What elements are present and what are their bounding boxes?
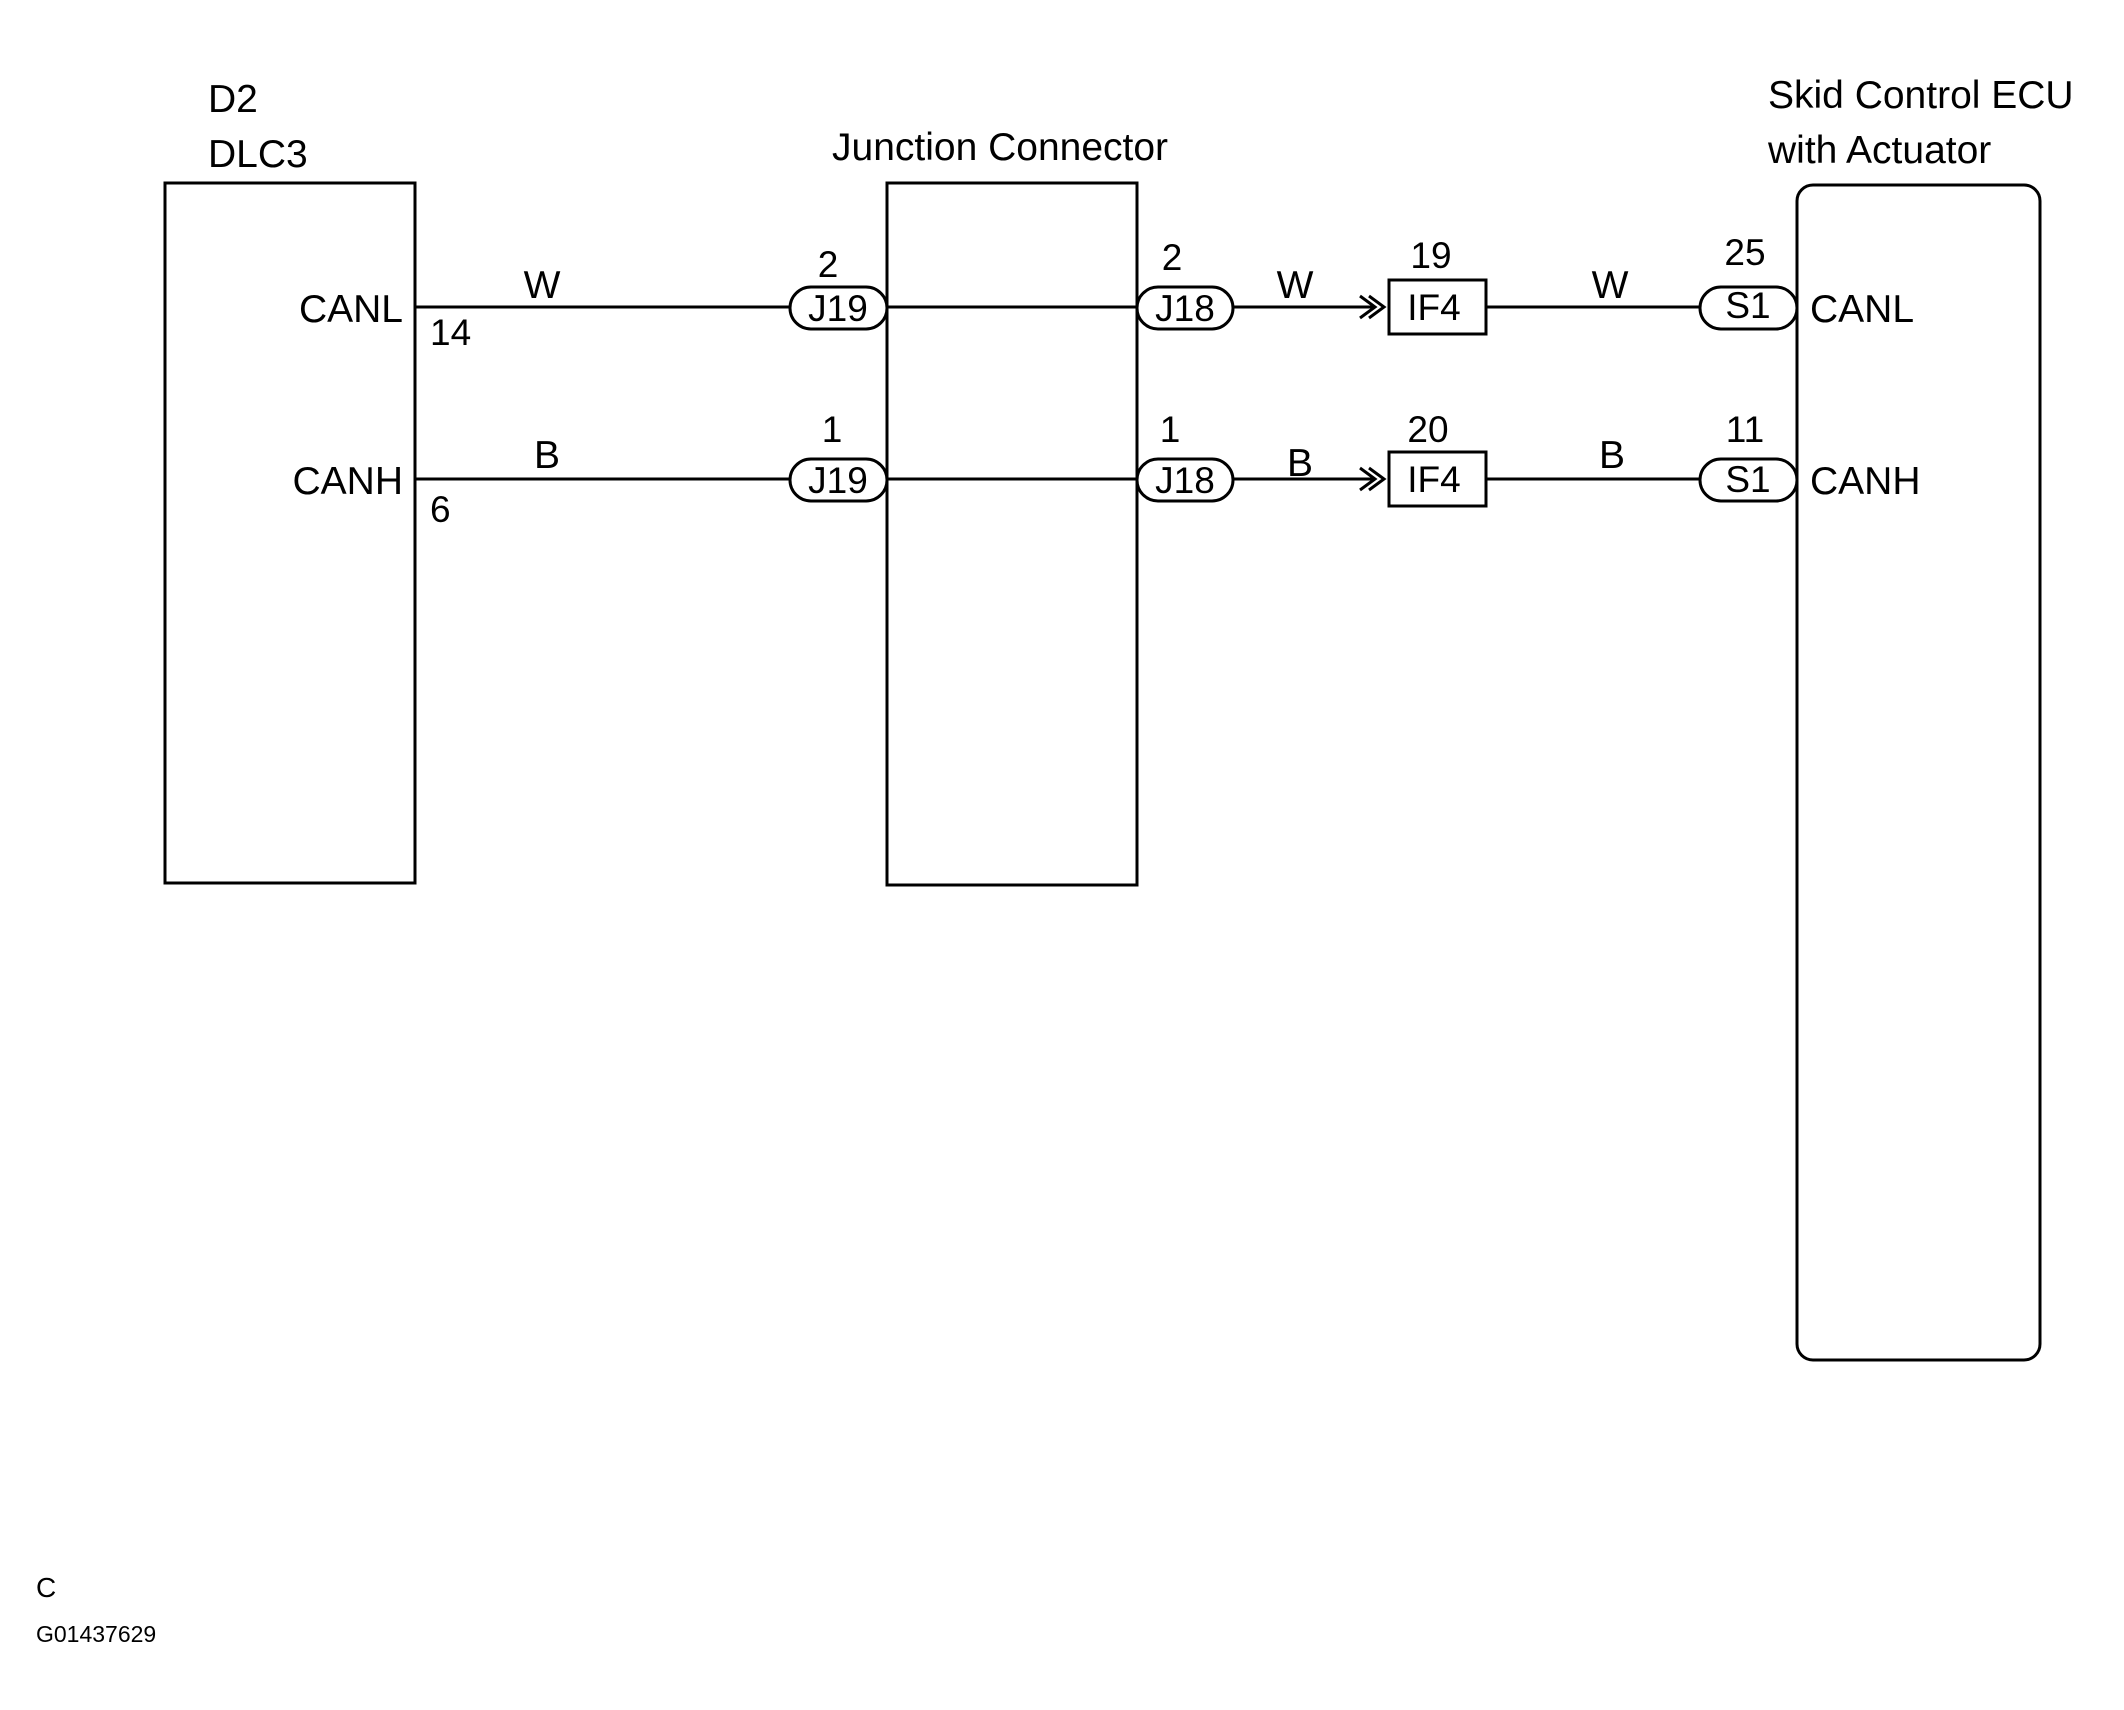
ecu-name-line2: with Actuator <box>1767 129 1991 172</box>
chevron-icon-canh-1 <box>1359 466 1378 492</box>
if4-label-canh: IF4 <box>1407 459 1460 500</box>
dlc3-component: D2 DLC3 <box>163 78 417 885</box>
dlc3-name-label: DLC3 <box>208 133 308 176</box>
chevron-icon-canl-1 <box>1359 294 1378 320</box>
dlc3-pin-label-canh: CANH <box>292 460 403 503</box>
dlc3-pin-number-canl: 14 <box>430 312 471 353</box>
j19-connector-canl <box>788 285 889 331</box>
j18-connector-canl <box>1135 285 1235 331</box>
chevron-icon-canl-2 <box>1368 294 1387 320</box>
figure-code: G01437629 <box>36 1621 156 1647</box>
s1-label-canh: S1 <box>1725 459 1770 500</box>
wire-color-canh-left: B <box>534 434 560 477</box>
j19-label-canh: J19 <box>808 460 868 501</box>
circuit-canh: CANH 6 B 1 J19 1 J18 B 20 IF4 B 11 S1 CA… <box>292 409 1920 530</box>
j18-pin-number-canh: 1 <box>1160 409 1181 450</box>
ecu-box <box>1795 183 2042 1362</box>
wire-color-canh-right: B <box>1599 434 1625 477</box>
ecu-component: Skid Control ECU with Actuator <box>1767 74 2074 1362</box>
j18-label-canl: J18 <box>1155 288 1215 329</box>
ecu-name-line1: Skid Control ECU <box>1768 74 2074 117</box>
if4-connector-canh <box>1387 450 1488 508</box>
s1-pin-number-canl: 25 <box>1724 232 1765 273</box>
junction-connector-label: Junction Connector <box>832 126 1168 169</box>
dlc3-pin-label-canl: CANL <box>299 288 403 331</box>
dlc3-pin-number-canh: 6 <box>430 489 451 530</box>
j18-connector-canh <box>1135 457 1235 503</box>
if4-pin-number-canh: 20 <box>1407 409 1448 450</box>
s1-pin-number-canh: 11 <box>1726 409 1764 450</box>
circuit-canl: CANL 14 W 2 J19 2 J18 W 19 IF4 W 25 S1 C… <box>299 232 1914 353</box>
junction-connector-box <box>885 181 1139 887</box>
j18-pin-number-canl: 2 <box>1162 237 1183 278</box>
s1-label-canl: S1 <box>1725 285 1770 326</box>
wire-color-canh-mid: B <box>1287 442 1313 485</box>
footer-letter: C <box>36 1572 56 1603</box>
j19-pin-number-canh: 1 <box>822 409 843 450</box>
wire-color-canl-left: W <box>524 264 561 307</box>
if4-pin-number-canl: 19 <box>1410 235 1451 276</box>
j19-connector-canh <box>788 457 889 503</box>
j19-pin-number-canl: 2 <box>818 244 839 285</box>
if4-label-canl: IF4 <box>1407 287 1460 328</box>
dlc3-ref-label: D2 <box>208 78 258 121</box>
j18-label-canh: J18 <box>1155 460 1215 501</box>
dlc3-box <box>163 181 417 885</box>
chevron-icon-canh-2 <box>1368 466 1387 492</box>
j19-label-canl: J19 <box>808 288 868 329</box>
wire-color-canl-right: W <box>1592 264 1629 307</box>
wire-color-canl-mid: W <box>1277 264 1314 307</box>
s1-connector-canl <box>1698 285 1799 331</box>
ecu-pin-label-canl: CANL <box>1810 288 1914 331</box>
junction-connector-component: Junction Connector <box>832 126 1168 887</box>
if4-connector-canl <box>1387 278 1488 336</box>
ecu-pin-label-canh: CANH <box>1810 460 1921 503</box>
s1-connector-canh <box>1698 457 1799 503</box>
